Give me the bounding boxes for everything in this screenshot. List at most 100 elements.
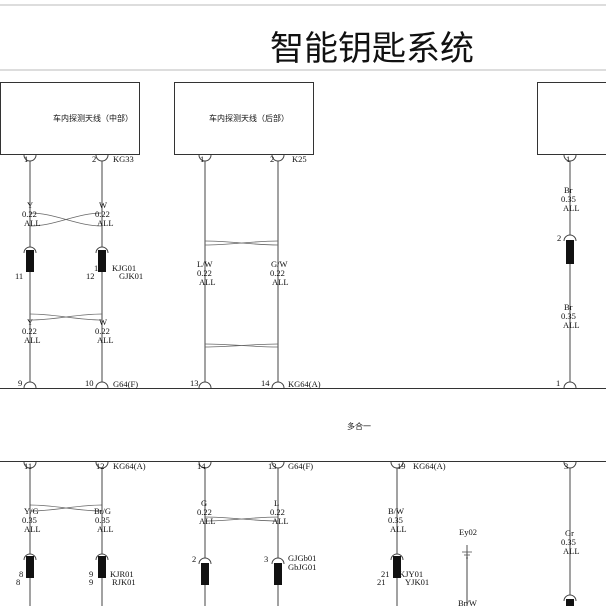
multi-in-one-label: 多合一 — [347, 421, 371, 431]
pin-mark — [95, 154, 109, 162]
connector-code: KG64(A) — [288, 379, 321, 389]
junction-connector — [98, 250, 106, 272]
wire-option: ALL — [24, 335, 41, 345]
junction-pin: 3 — [264, 554, 268, 564]
junction-code: RJK01 — [112, 577, 136, 587]
wire-size: 0.35 — [388, 515, 403, 525]
wire-option: ALL — [97, 218, 114, 228]
junction-pin: 12 — [86, 271, 95, 281]
twist-4 — [204, 343, 279, 348]
wire-option: ALL — [199, 277, 216, 287]
pin-number: 1 — [556, 378, 560, 388]
wire-color: Y — [27, 200, 33, 210]
junction-code: KJY01 — [399, 569, 423, 579]
pin-mark — [23, 381, 37, 389]
connector-code: KG64(A) — [113, 461, 146, 471]
junction-pin: 8 — [16, 577, 20, 587]
wire-option: ALL — [24, 218, 41, 228]
wire-size: 0.22 — [270, 507, 285, 517]
junction-code: YJK01 — [405, 577, 429, 587]
wire-option: ALL — [272, 516, 289, 526]
junction-pin: 9 — [89, 569, 93, 579]
pin-mark — [95, 461, 109, 469]
wire-option: ALL — [199, 516, 216, 526]
connector-code: KG64(A) — [413, 461, 446, 471]
antenna-rear-label: 车内探测天线（后部） — [209, 113, 289, 123]
wire-size: 0.22 — [197, 507, 212, 517]
junction-connector — [98, 556, 106, 578]
junction-code: GJGb01 — [288, 553, 316, 563]
junction-pin: 21 — [381, 569, 390, 579]
junction-pin: 9 — [89, 577, 93, 587]
twist-2 — [29, 313, 103, 321]
pin-number: 1 — [24, 154, 28, 164]
antenna-middle-box — [0, 82, 140, 155]
ground-icon — [462, 545, 472, 559]
pin-mark — [23, 461, 37, 469]
pin-mark — [198, 461, 212, 469]
antenna-rear-box — [174, 82, 314, 155]
page-title: 智能钥匙系统 — [270, 29, 474, 69]
wire-size: 0.22 — [270, 268, 285, 278]
wire-option: ALL — [97, 524, 114, 534]
wire-color: Gr — [565, 528, 574, 538]
wire-color: L — [274, 498, 279, 508]
wire-color: Y/G — [24, 506, 39, 516]
pin-mark — [390, 461, 404, 469]
wire-size: 0.35 — [561, 537, 576, 547]
wire-color: G/W — [271, 259, 288, 269]
junction-connector — [393, 556, 401, 578]
junction-pin: 2 — [192, 554, 196, 564]
wire-size: 0.22 — [197, 268, 212, 278]
wire-option: ALL — [563, 203, 580, 213]
pin-mark — [563, 461, 577, 469]
junction-code: GbJG01 — [288, 562, 316, 572]
junction-connector — [26, 250, 34, 272]
pin-number: 1 — [566, 154, 570, 164]
wire-color: Br — [564, 302, 573, 312]
wire-color: W — [99, 200, 107, 210]
twist-6 — [204, 516, 279, 522]
twist-1 — [29, 212, 103, 227]
pin-number: 13 — [190, 378, 199, 388]
junction-code: KJG01 — [112, 263, 136, 273]
junction-pin: 11 — [15, 271, 23, 281]
wire-color: Br/W — [458, 598, 477, 606]
ground-code: Ey02 — [459, 527, 477, 537]
right-module-box — [537, 82, 606, 155]
wire-size: 0.22 — [95, 326, 110, 336]
pin-number: 19 — [397, 461, 406, 471]
wire-option: ALL — [563, 320, 580, 330]
wire-option: ALL — [97, 335, 114, 345]
wire-color: Y — [27, 317, 33, 327]
wire-size: 0.35 — [22, 515, 37, 525]
pin-mark — [198, 381, 212, 389]
junction-code: GJK01 — [119, 271, 143, 281]
junction-connector — [201, 563, 209, 585]
junction-pin: 8 — [19, 569, 23, 579]
pin-number: 14 — [261, 378, 270, 388]
wire-color: W — [99, 317, 107, 327]
wire-color: L/W — [197, 259, 213, 269]
wire-size: 0.35 — [95, 515, 110, 525]
wire-size: 0.35 — [561, 194, 576, 204]
pin-number: 14 — [197, 461, 206, 471]
junction-pin: 21 — [377, 577, 386, 587]
wire-option: ALL — [24, 524, 41, 534]
antenna-middle-label: 车内探测天线（中部） — [53, 113, 133, 123]
wire-color: Br — [564, 185, 573, 195]
pin-mark — [563, 154, 577, 162]
wire-color: G — [201, 498, 207, 508]
pin-number: 2 — [270, 154, 274, 164]
twist-3 — [204, 240, 279, 246]
pin-number: 3 — [564, 461, 568, 471]
junction-pin: 2 — [557, 233, 561, 243]
pin-number: 9 — [18, 378, 22, 388]
wire-size: 0.22 — [22, 209, 37, 219]
pin-mark — [271, 461, 285, 469]
wire-size: 0.22 — [22, 326, 37, 336]
pin-number: 12 — [96, 461, 105, 471]
junction-pin: 1 — [94, 263, 98, 273]
junction-connector — [566, 599, 574, 606]
